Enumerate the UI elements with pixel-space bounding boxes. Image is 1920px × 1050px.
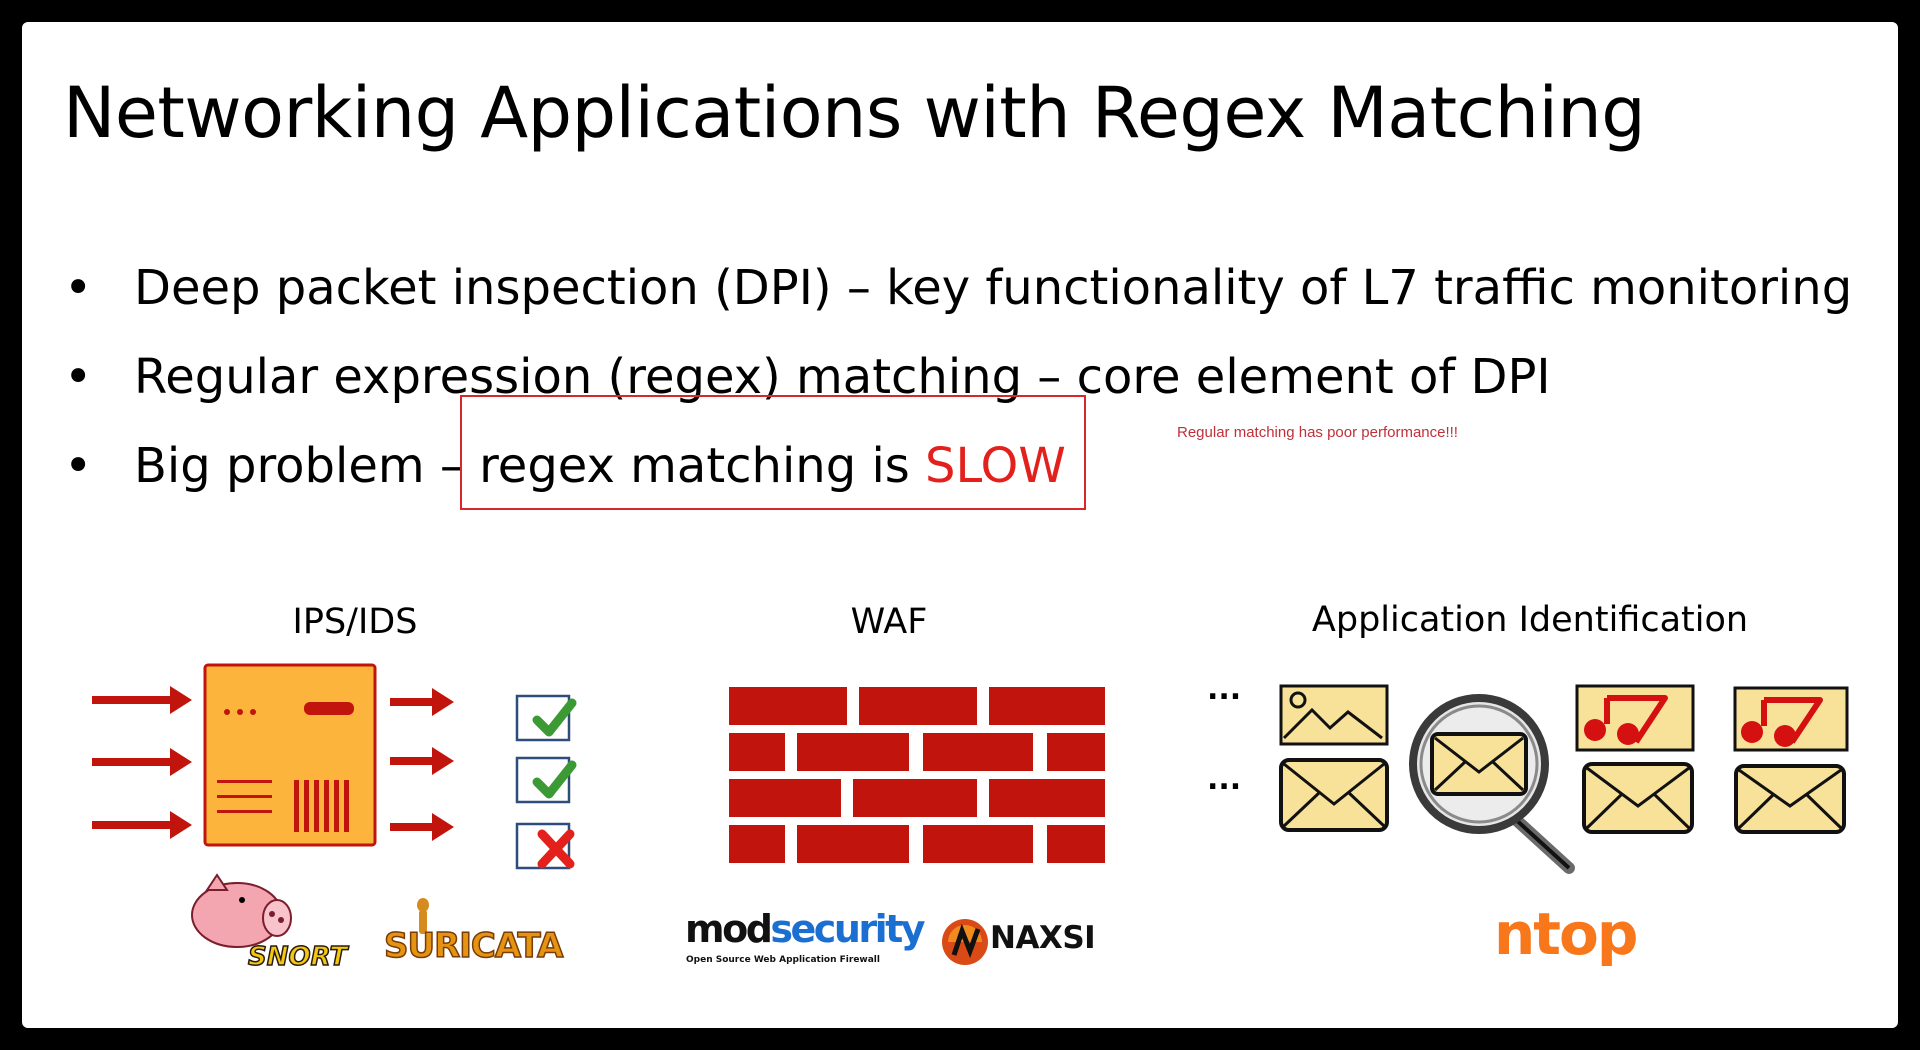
modsecurity-logo-mod: mod [685, 907, 773, 951]
slide-title: Networking Applications with Regex Match… [63, 72, 1646, 154]
arrow-icon [92, 686, 192, 839]
suricata-logo-text: SURICATA [383, 925, 564, 967]
checkbox-cross-icon [515, 822, 575, 870]
bullet-text: Deep packet inspection (DPI) – key funct… [134, 260, 1853, 316]
caption-ips-ids: IPS/IDS [292, 602, 418, 642]
music-note-icon [1575, 684, 1695, 752]
naxsi-logo-text: NAXSI [990, 920, 1096, 956]
snort-logo-text: SNORT [247, 941, 348, 973]
meerkat-logo-icon [417, 898, 429, 934]
envelope-icon [1582, 762, 1694, 834]
ellipsis: ... [1207, 672, 1242, 707]
performance-note: Regular matching has poor performance!!! [1177, 424, 1458, 441]
highlight-box [460, 395, 1086, 510]
checkbox-check-icon [515, 756, 577, 804]
ntop-logo: ntop [1494, 900, 1638, 968]
ips-ids-diagram [92, 663, 577, 870]
pig-logo-icon [191, 873, 292, 948]
bullet-dot: • [64, 349, 93, 405]
image-icon [1279, 684, 1389, 746]
ellipsis: ... [1207, 762, 1242, 797]
bullet-text: Big problem – regex matching is SLOW [134, 438, 1066, 494]
modsecurity-logo-security: security [770, 907, 925, 951]
modsecurity-logo: modsecurity [685, 907, 926, 951]
envelope-icon [1279, 758, 1389, 832]
brick-wall-icon [729, 687, 1105, 863]
magnifier-icon [1409, 694, 1575, 874]
music-note-icon [1733, 686, 1849, 752]
arrow-icon [390, 688, 454, 841]
envelope-icon [1734, 764, 1846, 834]
naxsi-logo-icon [942, 919, 988, 965]
caption-app-identification: Application Identification [1311, 600, 1749, 640]
modsecurity-tagline: Open Source Web Application Firewall [686, 955, 880, 965]
app-identification-diagram [1279, 684, 1849, 874]
slide: Networking Applications with Regex Match… [22, 22, 1898, 1028]
slow-highlight: SLOW [925, 438, 1066, 494]
checkbox-check-icon [515, 694, 577, 742]
bullet-dot: • [64, 260, 93, 316]
server-icon [203, 663, 377, 847]
bullet-text-main: Big problem – regex matching is [134, 438, 926, 494]
bullet-dot: • [64, 438, 93, 494]
caption-waf: WAF [850, 602, 928, 642]
